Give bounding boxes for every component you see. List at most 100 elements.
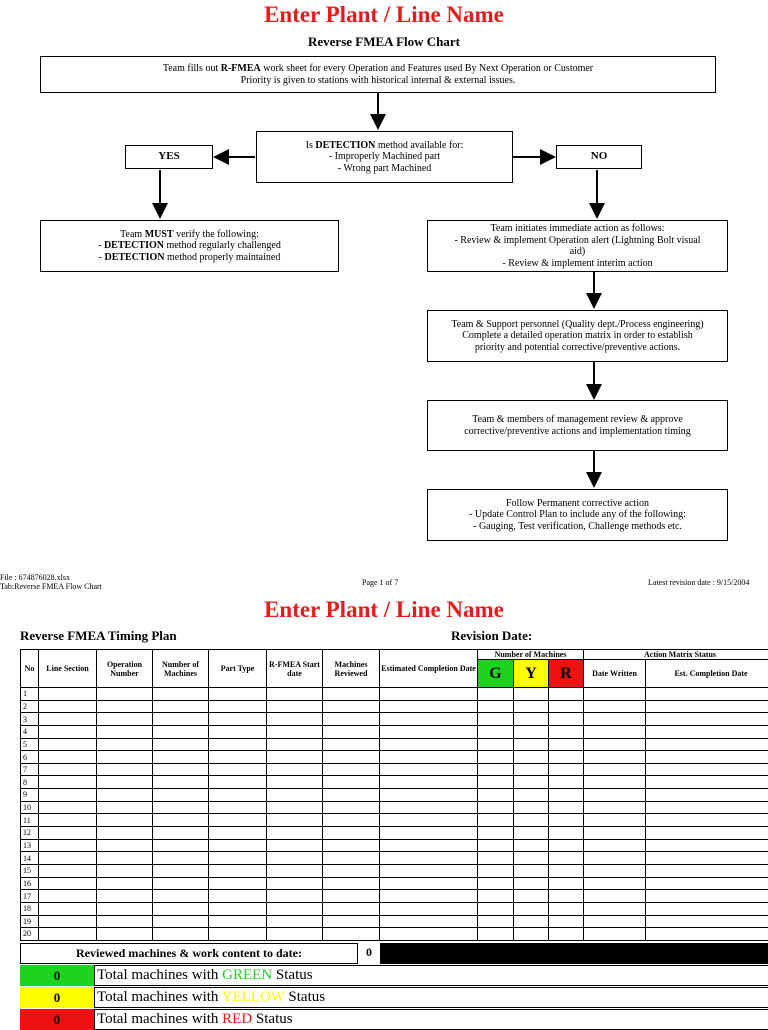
table-cell[interactable] xyxy=(153,763,209,776)
table-cell[interactable] xyxy=(514,738,549,751)
table-cell[interactable] xyxy=(209,688,267,701)
table-cell[interactable] xyxy=(549,928,584,941)
table-cell[interactable] xyxy=(267,713,323,726)
table-cell[interactable] xyxy=(549,725,584,738)
table-cell[interactable] xyxy=(39,713,97,726)
table-cell[interactable] xyxy=(323,776,380,789)
table-cell[interactable] xyxy=(267,839,323,852)
table-cell[interactable] xyxy=(209,713,267,726)
table-cell[interactable] xyxy=(380,776,478,789)
table-cell[interactable] xyxy=(267,789,323,802)
table-cell[interactable] xyxy=(549,700,584,713)
table-cell[interactable] xyxy=(153,827,209,840)
table-cell[interactable] xyxy=(267,700,323,713)
table-cell[interactable] xyxy=(153,738,209,751)
table-cell[interactable] xyxy=(549,852,584,865)
table-cell[interactable] xyxy=(97,814,153,827)
table-cell[interactable] xyxy=(646,902,768,915)
table-cell[interactable] xyxy=(97,902,153,915)
table-cell[interactable] xyxy=(39,890,97,903)
table-cell[interactable] xyxy=(549,814,584,827)
table-cell[interactable] xyxy=(153,890,209,903)
table-cell[interactable] xyxy=(209,725,267,738)
table-cell[interactable] xyxy=(646,814,768,827)
table-cell[interactable] xyxy=(209,814,267,827)
table-cell[interactable] xyxy=(514,688,549,701)
table-cell[interactable] xyxy=(380,700,478,713)
table-cell[interactable] xyxy=(97,928,153,941)
table-cell[interactable] xyxy=(97,688,153,701)
table-cell[interactable] xyxy=(646,713,768,726)
table-cell[interactable] xyxy=(646,877,768,890)
table-cell[interactable] xyxy=(478,864,514,877)
table-cell[interactable] xyxy=(549,751,584,764)
table-cell[interactable] xyxy=(380,852,478,865)
table-cell[interactable] xyxy=(584,915,646,928)
table-cell[interactable] xyxy=(478,763,514,776)
table-cell[interactable] xyxy=(514,877,549,890)
table-cell[interactable] xyxy=(97,713,153,726)
table-cell[interactable] xyxy=(584,763,646,776)
table-cell[interactable] xyxy=(646,864,768,877)
table-cell[interactable] xyxy=(153,713,209,726)
table-cell[interactable] xyxy=(153,814,209,827)
table-cell[interactable] xyxy=(267,864,323,877)
table-cell[interactable] xyxy=(39,839,97,852)
table-cell[interactable] xyxy=(380,827,478,840)
table-cell[interactable] xyxy=(549,738,584,751)
table-cell[interactable] xyxy=(153,915,209,928)
table-cell[interactable] xyxy=(584,738,646,751)
table-cell[interactable] xyxy=(323,915,380,928)
table-cell[interactable] xyxy=(323,738,380,751)
table-cell[interactable] xyxy=(97,877,153,890)
table-cell[interactable] xyxy=(323,789,380,802)
table-cell[interactable] xyxy=(549,713,584,726)
table-cell[interactable] xyxy=(584,725,646,738)
table-cell[interactable] xyxy=(323,688,380,701)
table-cell[interactable] xyxy=(323,890,380,903)
table-cell[interactable] xyxy=(646,801,768,814)
table-cell[interactable] xyxy=(646,763,768,776)
table-cell[interactable] xyxy=(514,801,549,814)
table-cell[interactable] xyxy=(380,801,478,814)
table-cell[interactable] xyxy=(39,763,97,776)
table-cell[interactable] xyxy=(380,688,478,701)
table-cell[interactable] xyxy=(646,852,768,865)
table-cell[interactable] xyxy=(267,763,323,776)
table-cell[interactable] xyxy=(478,928,514,941)
table-cell[interactable] xyxy=(97,801,153,814)
table-cell[interactable] xyxy=(380,738,478,751)
table-cell[interactable] xyxy=(323,877,380,890)
table-cell[interactable] xyxy=(209,738,267,751)
table-cell[interactable] xyxy=(478,814,514,827)
table-cell[interactable] xyxy=(209,928,267,941)
table-cell[interactable] xyxy=(514,789,549,802)
table-cell[interactable] xyxy=(646,827,768,840)
table-cell[interactable] xyxy=(514,713,549,726)
table-cell[interactable] xyxy=(646,776,768,789)
table-cell[interactable] xyxy=(323,864,380,877)
table-cell[interactable] xyxy=(549,763,584,776)
table-cell[interactable] xyxy=(549,890,584,903)
table-cell[interactable] xyxy=(514,751,549,764)
table-cell[interactable] xyxy=(323,827,380,840)
table-cell[interactable] xyxy=(380,877,478,890)
table-cell[interactable] xyxy=(323,763,380,776)
table-cell[interactable] xyxy=(267,688,323,701)
table-cell[interactable] xyxy=(646,725,768,738)
table-cell[interactable] xyxy=(209,751,267,764)
table-cell[interactable] xyxy=(153,928,209,941)
table-cell[interactable] xyxy=(380,763,478,776)
table-cell[interactable] xyxy=(267,751,323,764)
table-cell[interactable] xyxy=(584,789,646,802)
table-cell[interactable] xyxy=(209,789,267,802)
table-cell[interactable] xyxy=(646,915,768,928)
table-cell[interactable] xyxy=(584,864,646,877)
table-cell[interactable] xyxy=(380,814,478,827)
table-cell[interactable] xyxy=(549,915,584,928)
table-cell[interactable] xyxy=(209,801,267,814)
table-cell[interactable] xyxy=(209,915,267,928)
table-cell[interactable] xyxy=(380,713,478,726)
table-cell[interactable] xyxy=(549,877,584,890)
table-cell[interactable] xyxy=(514,864,549,877)
